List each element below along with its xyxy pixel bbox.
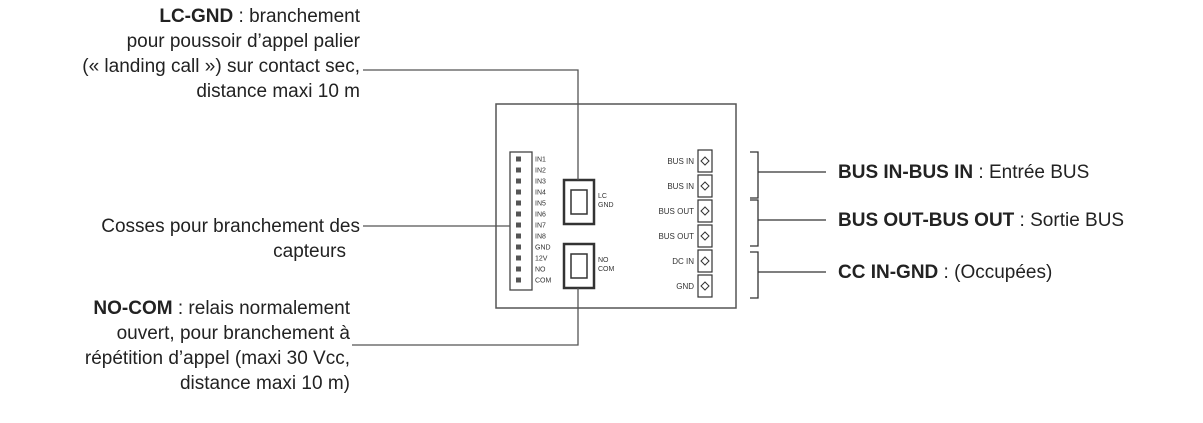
input-pin [516,189,521,195]
lc-gnd-leader-line [363,69,579,180]
bus-out-callout: BUS OUT-BUS OUT : Sortie BUS [838,208,1124,233]
no-com-title: NO-COM [93,298,173,319]
bus-in-title: BUS IN-BUS IN [838,162,974,183]
bus-in-callout: BUS IN-BUS IN : Entrée BUS [838,160,1089,185]
bus-in-sep: : [973,162,989,183]
bus-terminal-label: BUS OUT [658,232,694,241]
lc-gnd-line3: (« landing call ») sur contact sec, [82,56,360,77]
input-pin [516,178,521,184]
lc-gnd-callout: LC-GND : branchement pour poussoir d’app… [0,4,360,104]
input-label: IN8 [535,234,546,241]
no-connector-label-1: NO [598,257,609,264]
terminal-screw-icon [700,231,710,241]
lc-connector-label-1: LC [598,193,607,200]
bus-in-desc: Entrée BUS [988,162,1090,183]
bus-out-desc: Sortie BUS [1030,210,1125,231]
lc-connector-label-2: GND [598,202,614,209]
cc-in-title: CC IN-GND [838,262,939,283]
input-label: IN5 [535,201,546,208]
terminal-screw-icon [700,181,710,191]
module-board [495,103,737,309]
bus-terminal-label: BUS OUT [658,207,694,216]
input-pin [516,156,521,162]
bus-terminal-block [697,149,713,298]
input-label: COM [535,278,552,285]
lc-gnd-title: LC-GND [159,6,234,27]
no-com-callout: NO-COM : relais normalement ouvert, pour… [0,296,350,396]
input-label: IN4 [535,190,546,197]
no-com-line3: répétition d’appel (maxi 30 Vcc, [84,348,350,369]
bus-terminal-label: BUS IN [667,182,694,191]
no-connector-socket [570,253,588,279]
terminal-screw-icon [700,281,710,291]
terminal-screw-icon [700,256,710,266]
cc-in-bracket [750,251,759,299]
input-pin [516,266,521,272]
cc-in-sep: : [938,262,955,283]
capteurs-line2: capteurs [273,241,346,262]
input-label: 12V [535,256,548,263]
cc-in-callout: CC IN-GND : (Occupées) [838,260,1052,285]
bus-terminal-label: DC IN [672,257,694,266]
no-com-line1: relais normalement [188,298,350,319]
bus-out-bracket [750,199,759,247]
no-com-leader-line [352,288,579,346]
lc-connector-socket [570,189,588,215]
input-label: IN2 [535,168,546,175]
lc-gnd-line4: distance maxi 10 m [196,81,360,102]
bus-out-sep: : [1014,210,1031,231]
input-label: GND [535,245,551,252]
input-label: IN3 [535,179,546,186]
no-com-sep: : [172,298,189,319]
input-pin [516,222,521,228]
bus-terminal-label: BUS IN [667,157,694,166]
input-pin [516,233,521,239]
input-pin [516,167,521,173]
no-com-line2: ouvert, pour branchement à [116,323,350,344]
input-terminal-strip [509,151,533,291]
input-pin [516,211,521,217]
input-pins [516,156,521,283]
lc-gnd-line1: branchement [249,6,360,27]
input-label: IN6 [535,212,546,219]
input-pin [516,244,521,250]
cc-in-desc: (Occupées) [954,262,1053,283]
capteurs-callout: Cosses pour branchement des capteurs [0,214,360,264]
lc-gnd-sep: : [233,6,250,27]
bus-in-bracket [750,151,759,199]
input-label: IN7 [535,223,546,230]
input-pin [516,200,521,206]
input-pin [516,277,521,283]
lc-gnd-line2: pour poussoir d’appel palier [126,31,360,52]
bus-terminal-label: GND [676,282,694,291]
no-com-line4: distance maxi 10 m) [179,373,350,394]
input-label: IN1 [535,157,546,164]
bus-out-title: BUS OUT-BUS OUT [838,210,1015,231]
input-label: NO [535,267,546,274]
no-connector-label-2: COM [598,266,615,273]
terminal-screw-icon [700,156,710,166]
input-pin [516,255,521,261]
capteurs-line1: Cosses pour branchement des [101,216,360,237]
terminal-screw-icon [700,206,710,216]
bus-terminal-labels: BUS IN BUS IN BUS OUT BUS OUT DC IN GND [658,157,694,291]
